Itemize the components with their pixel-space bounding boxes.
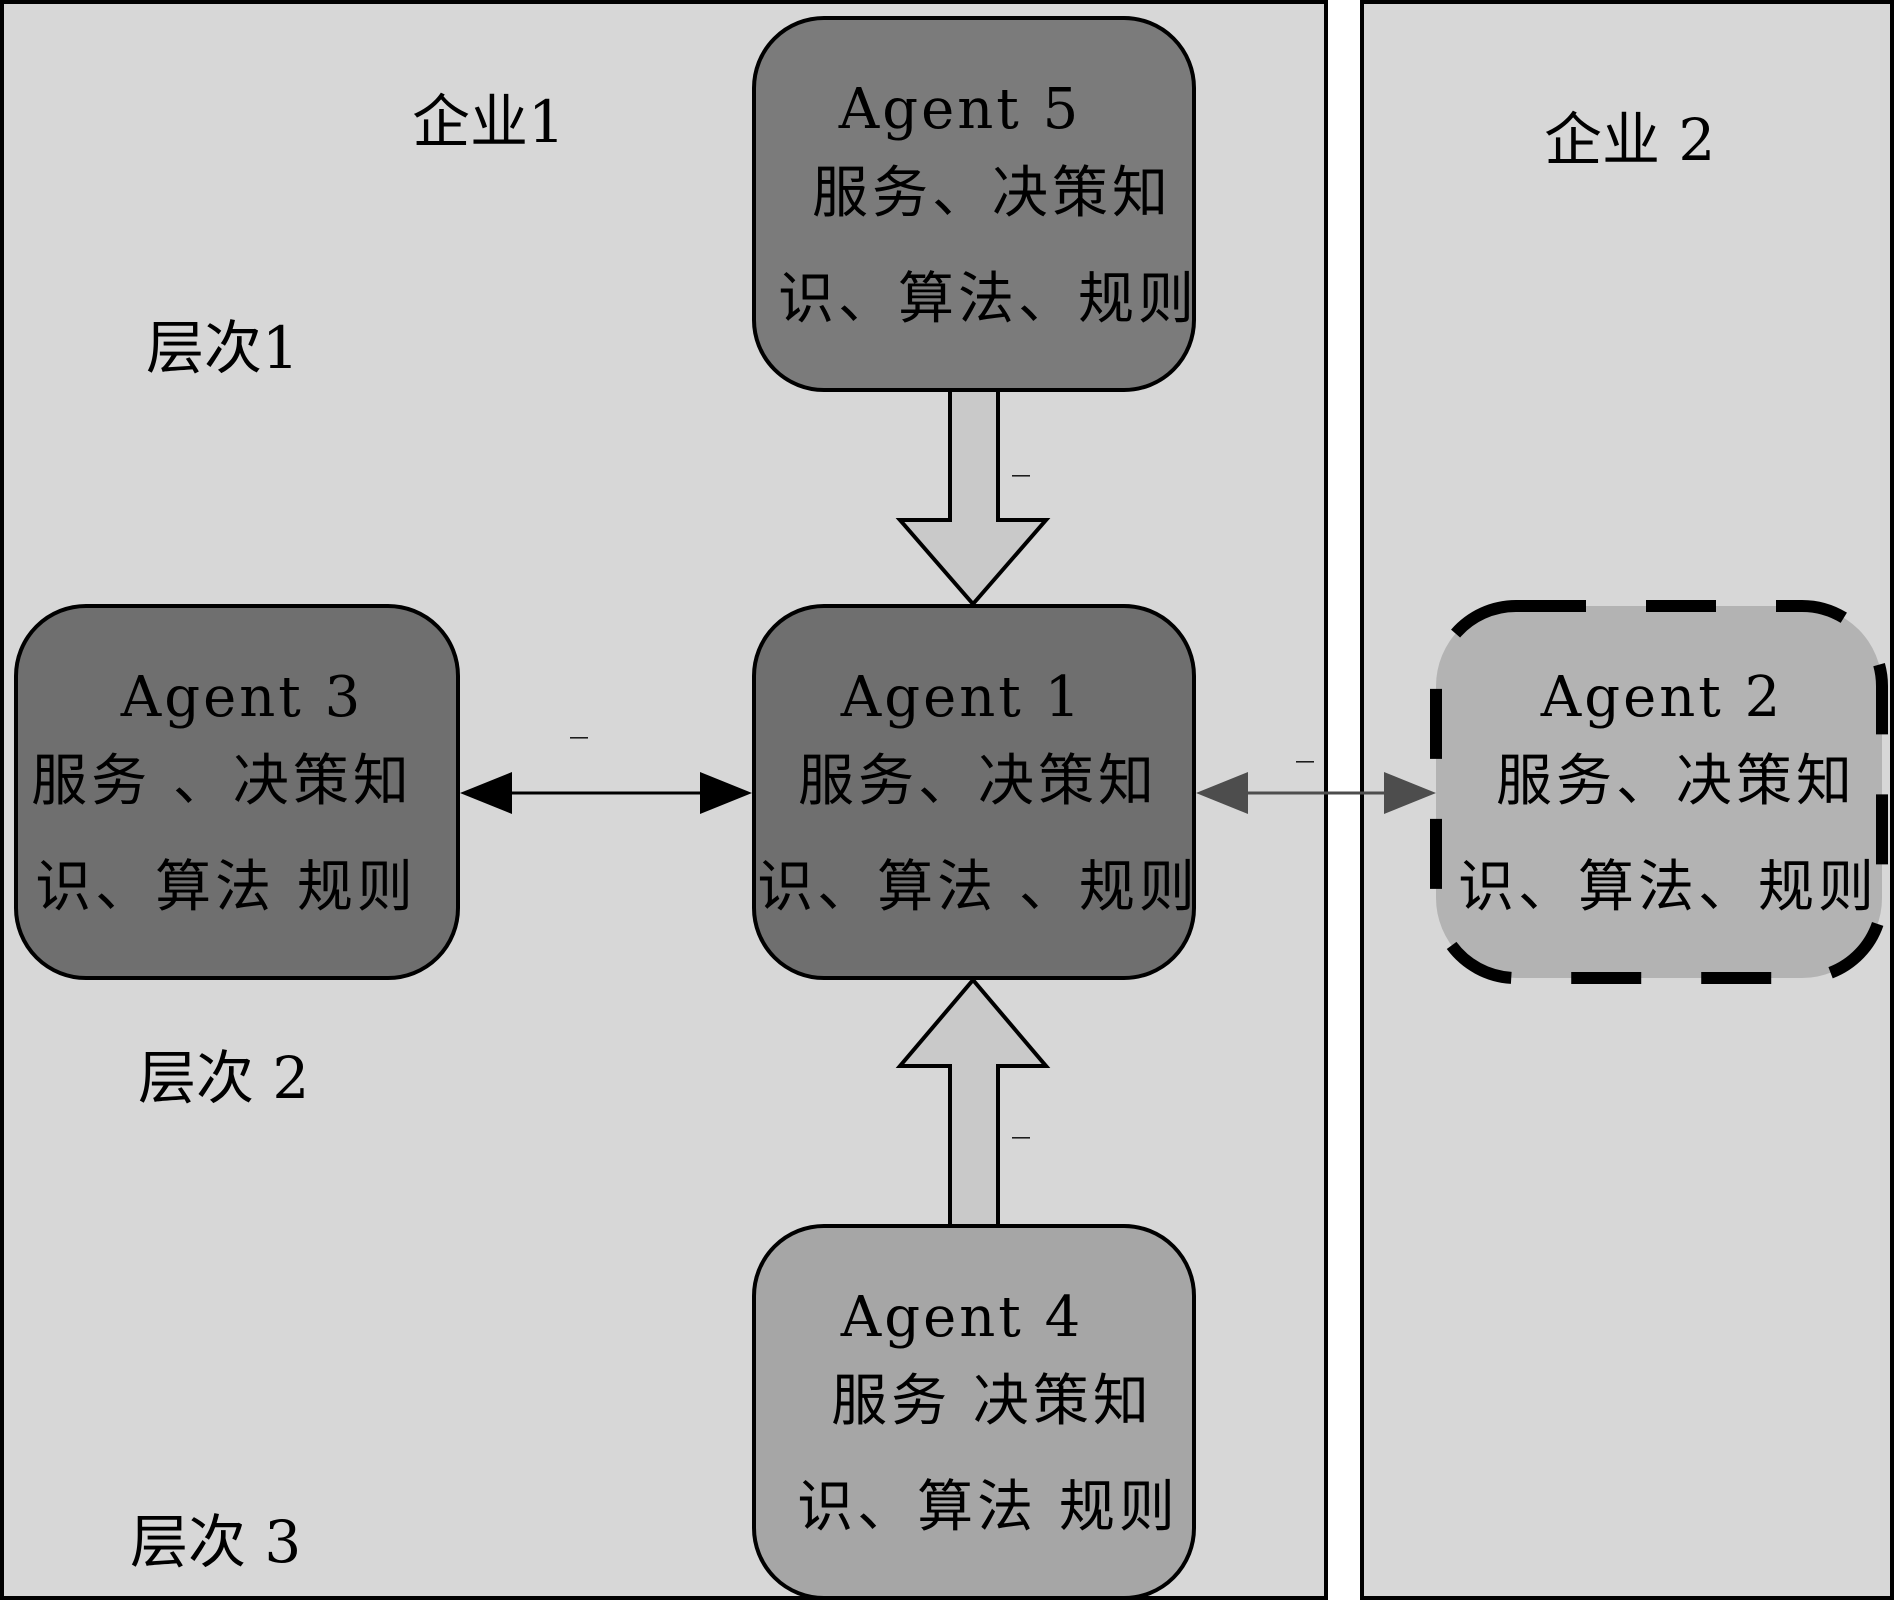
level-2-label: 层次 2 — [138, 1044, 309, 1112]
agent-5-title: Agent 5 — [838, 77, 1081, 142]
agent-3-title: Agent 3 — [120, 665, 363, 730]
arrowhead-agent1-right-side — [1196, 772, 1248, 814]
agent-4-line-2: 识、算法 规则 — [797, 1475, 1179, 1540]
agent-3-node: Agent 3 服务 、决策知 识、算法 规则 — [14, 604, 460, 980]
agent-1-line-2: 识、算法 、规则 — [757, 855, 1199, 920]
agent-5-line-2: 识、算法、规则 — [778, 267, 1198, 332]
edge-mark-agent4-agent1: _ — [1012, 1098, 1030, 1139]
agent-5-line-1: 服务、决策知 — [812, 161, 1172, 226]
block-arrow-agent5-to-agent1 — [895, 388, 1051, 608]
agent-4-line-1: 服务 决策知 — [831, 1369, 1153, 1434]
agent-2-node: Agent 2 服务、决策知 识、算法、规则 — [1430, 600, 1888, 984]
agent-5-node: Agent 5 服务、决策知 识、算法、规则 — [752, 16, 1198, 392]
arrowhead-agent1-left-side — [700, 772, 752, 814]
agent-1-title: Agent 1 — [840, 665, 1083, 730]
agent-3-line-1: 服务 、决策知 — [31, 749, 413, 814]
level-1-label: 层次1 — [146, 314, 299, 382]
agent-2-line-1: 服务、决策知 — [1496, 749, 1856, 814]
agent-1-line-1: 服务、决策知 — [798, 749, 1158, 814]
agent-4-node: Agent 4 服务 决策知 识、算法 规则 — [752, 1224, 1196, 1600]
level-3-label: 层次 3 — [130, 1508, 301, 1576]
agent-1-node: Agent 1 服务、决策知 识、算法 、规则 — [752, 604, 1199, 980]
edge-mark-agent1-agent2: _ — [1296, 722, 1314, 763]
agent-2-title: Agent 2 — [1540, 665, 1783, 730]
agent-4-title: Agent 4 — [840, 1285, 1083, 1350]
arrowhead-agent2-side — [1384, 772, 1436, 814]
enterprise-1-label: 企业1 — [412, 88, 565, 156]
agent-2-line-2: 识、算法、规则 — [1458, 855, 1878, 920]
edge-mark-agent5-agent1: _ — [1012, 436, 1030, 477]
enterprise-2-label: 企业 2 — [1544, 106, 1715, 174]
edge-mark-agent3-agent1: _ — [570, 698, 588, 739]
arrowhead-agent3-side — [460, 772, 512, 814]
block-arrow-agent4-to-agent1 — [895, 976, 1051, 1228]
agent-3-line-2: 识、算法 规则 — [35, 855, 417, 920]
